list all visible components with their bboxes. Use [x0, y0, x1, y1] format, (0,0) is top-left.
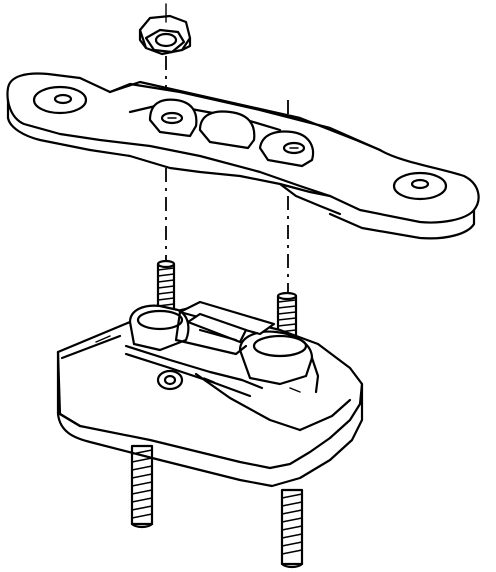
stud-lower-right: [280, 488, 304, 569]
hex-nut: [138, 3, 192, 56]
stud-upper-left: [156, 259, 176, 316]
upper-bracket: [6, 72, 480, 240]
mount-body: [56, 300, 364, 488]
stud-lower-left: [130, 444, 154, 529]
